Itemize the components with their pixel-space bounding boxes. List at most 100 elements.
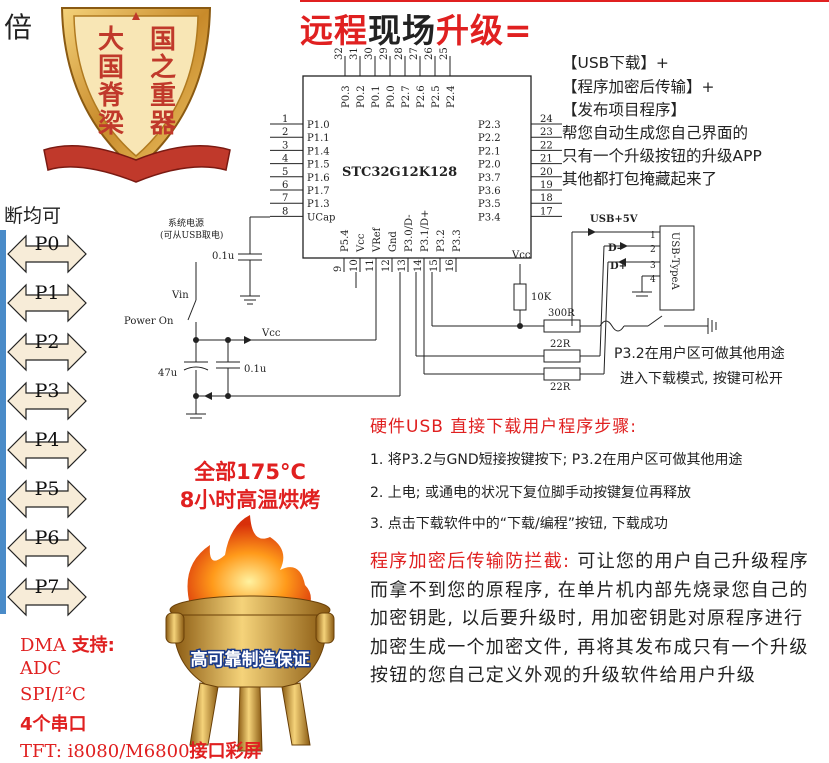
port-bus-bar: [0, 230, 6, 614]
r300-label: 300R: [548, 308, 575, 319]
pin-number: 5: [282, 167, 288, 178]
pin-number: 24: [540, 114, 553, 125]
pin-number: 18: [540, 193, 553, 204]
dma-line-1: DMA 支持:: [20, 635, 115, 656]
badge-char: 脊: [97, 81, 125, 111]
feature-line: 帮您自动生成您自己界面的: [562, 124, 749, 142]
cap-47-label: 47u: [158, 368, 178, 379]
port-label: P3: [35, 380, 60, 402]
badge-char: 器: [149, 109, 177, 139]
pin-name: P3.5: [478, 199, 501, 210]
pin-name: P5.4: [340, 229, 351, 252]
port-arrow: P4: [7, 429, 87, 470]
pin-number: 25: [439, 47, 450, 60]
sys-power-label: 系统电源: [168, 217, 204, 229]
vin-label: Vin: [171, 290, 189, 301]
port-label: P4: [35, 429, 60, 451]
port-label: P2: [35, 331, 60, 353]
port-arrow: P3: [7, 380, 87, 421]
pin-number: 28: [394, 47, 405, 60]
feature-line: 其他都打包掩藏起来了: [562, 170, 718, 188]
pin-name: P3.7: [478, 173, 501, 184]
dma-line-3: SPI/I²C: [20, 684, 86, 705]
port-label: P6: [35, 527, 60, 549]
pin-name: P2.6: [416, 85, 427, 108]
badge-char: 重: [150, 81, 176, 111]
vcc-label: Vcc: [261, 328, 281, 339]
power-on-label: Power On: [124, 316, 174, 327]
pin-name: P0.2: [356, 85, 367, 108]
usb-steps-caption: 硬件USB 直接下载用户程序步骤:: [370, 417, 638, 437]
pin-number: 7: [282, 193, 288, 204]
pin-name: P3.4: [478, 212, 501, 223]
pin-name: VRef: [372, 226, 383, 253]
chip-body: [302, 75, 532, 259]
pin-name: P1.3: [307, 199, 330, 210]
pin-number: 4: [282, 154, 288, 165]
pin-number: 27: [409, 47, 420, 60]
burner-caption: 高可靠制造保证: [191, 649, 310, 670]
shield-badge: 大 国 脊 梁 国 之 重 器: [43, 7, 231, 183]
badge-char: 梁: [97, 109, 124, 139]
pin-number: 21: [540, 154, 553, 165]
badge-char: 之: [150, 52, 176, 83]
vcc-right-label: Vcc: [511, 250, 531, 261]
pin-number: 31: [349, 47, 360, 60]
pin-number: 14: [413, 259, 424, 272]
port-label: P7: [35, 576, 60, 598]
port-label: P5: [35, 478, 60, 500]
feature-line: 【程序加密后传输】+: [562, 78, 715, 96]
pin-number: 11: [365, 259, 376, 272]
port-arrow: P6: [7, 527, 87, 568]
usb-pin: 4: [650, 275, 656, 285]
d-plus-label: D+: [610, 261, 627, 272]
pin-name: P2.2: [478, 133, 501, 144]
pin-name: P3.2: [436, 229, 447, 252]
pin-number: 2: [282, 127, 288, 138]
pin-number: 26: [424, 47, 435, 60]
usb-5v-label: USB+5V: [590, 214, 638, 225]
pin-number: 10: [349, 259, 360, 272]
pin-name: P0.3: [341, 85, 352, 108]
dma-line-5: TFT: i8080/M6800接口彩屏: [20, 741, 262, 762]
port-label: P0: [35, 233, 60, 255]
pin-name: Vcc: [356, 233, 367, 253]
encryption-body: 可让您的用户自己升级程序而拿不到您的原程序, 在单片机内部先烧录您自己的加密钥匙…: [370, 551, 810, 687]
sys-power-note: (可从USB取电): [160, 229, 223, 241]
left-fragment: 倍: [4, 11, 33, 44]
r10k-label: 10K: [531, 292, 552, 303]
schematic: 32P0.331P0.230P0.129P0.028P2.727P2.626P2…: [124, 47, 717, 419]
usb-pin: 2: [650, 245, 656, 255]
pin-number: 17: [540, 206, 553, 217]
d-minus-label: D-: [608, 243, 621, 254]
pin-name: P1.1: [307, 133, 330, 144]
pin-name: P1.7: [307, 186, 330, 197]
pin-name: P2.7: [401, 85, 412, 108]
pin-name: P1.0: [307, 120, 330, 131]
pin-number: 9: [333, 266, 344, 272]
p32-note-1: P3.2在用户区可做其他用途: [614, 346, 785, 362]
pin-name: Gnd: [388, 231, 399, 252]
usb-step: 3. 点击下载软件中的“下载/编程”按钮, 下载成功: [370, 516, 668, 532]
badge-char: 国: [150, 25, 176, 55]
pin-number: 15: [429, 259, 440, 272]
pin-name: P2.1: [478, 146, 501, 157]
pin-number: 1: [282, 114, 288, 125]
feature-line: 【USB下载】+: [562, 54, 669, 72]
r22a-label: 22R: [550, 339, 571, 350]
usb-step: 1. 将P3.2与GND短接按键按下; P3.2在用户区可做其他用途: [370, 452, 743, 468]
temp-line-2: 8小时高温烘烤: [179, 488, 321, 512]
pin-number: 23: [540, 127, 553, 138]
pin-number: 32: [334, 47, 345, 60]
port-arrow: P2: [7, 331, 87, 372]
top-rule: [300, 0, 829, 2]
temp-line-1: 全部175°C: [194, 460, 306, 484]
pin-number: 12: [381, 259, 392, 272]
badge-char: 大: [98, 25, 124, 55]
cap-ucap-label: 0.1u: [212, 251, 235, 262]
pin-name: P1.4: [307, 146, 330, 157]
usb-pin: 1: [650, 231, 656, 241]
port-label: P1: [35, 282, 60, 304]
pin-name: P3.6: [478, 186, 501, 197]
